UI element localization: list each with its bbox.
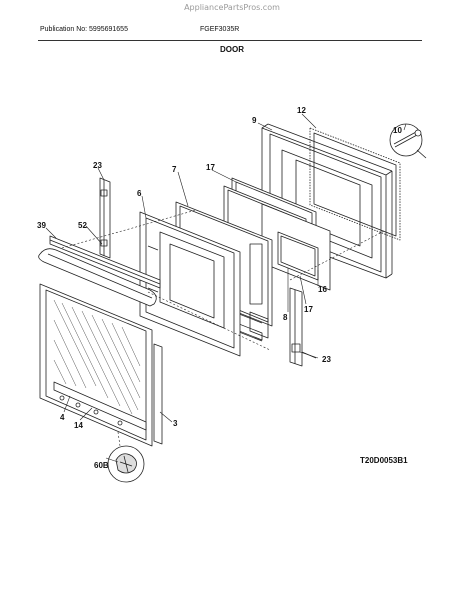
callout-9: 9 [252,116,257,125]
callout-17-top: 17 [206,163,215,172]
header-rule [38,40,422,41]
alignment-lines [61,209,387,447]
door-baffle [309,127,401,241]
publication-number: Publication No: 5995691655 [40,26,128,33]
outer-door-glass [39,283,153,447]
part-callouts: 9 12 10 17 7 23 6 52 39 16 8 17 23 4 14 … [37,106,402,470]
screw-60b [107,445,145,483]
callout-6: 6 [137,189,142,198]
leader-lines [45,113,407,463]
callout-8: 8 [283,313,288,322]
model-number: FGEF3035R [200,26,240,33]
callout-23-left: 23 [93,161,102,170]
hinge-left [99,177,111,259]
door-liner [139,211,241,357]
callout-10: 10 [393,126,402,135]
bottom-trim [53,381,147,431]
diagram-code: T20D0053B1 [360,456,408,465]
bottom-screws [59,395,123,426]
callout-52: 52 [78,221,87,230]
callout-60b: 60B [94,461,109,470]
callout-14: 14 [74,421,83,430]
callout-39: 39 [37,221,46,230]
callout-7: 7 [172,165,177,174]
callout-23-right: 23 [322,355,331,364]
section-title: DOOR [220,45,244,54]
door-trim [49,235,161,289]
callout-4: 4 [60,413,65,422]
hinge-right [289,287,317,367]
callout-12: 12 [297,106,306,115]
side-trim [153,343,163,445]
callout-17-bottom: 17 [304,305,313,314]
door-handle [38,248,157,307]
callout-16: 16 [318,285,327,294]
callout-3: 3 [173,419,178,428]
watermark: AppliancePartsPros.com [184,3,280,12]
